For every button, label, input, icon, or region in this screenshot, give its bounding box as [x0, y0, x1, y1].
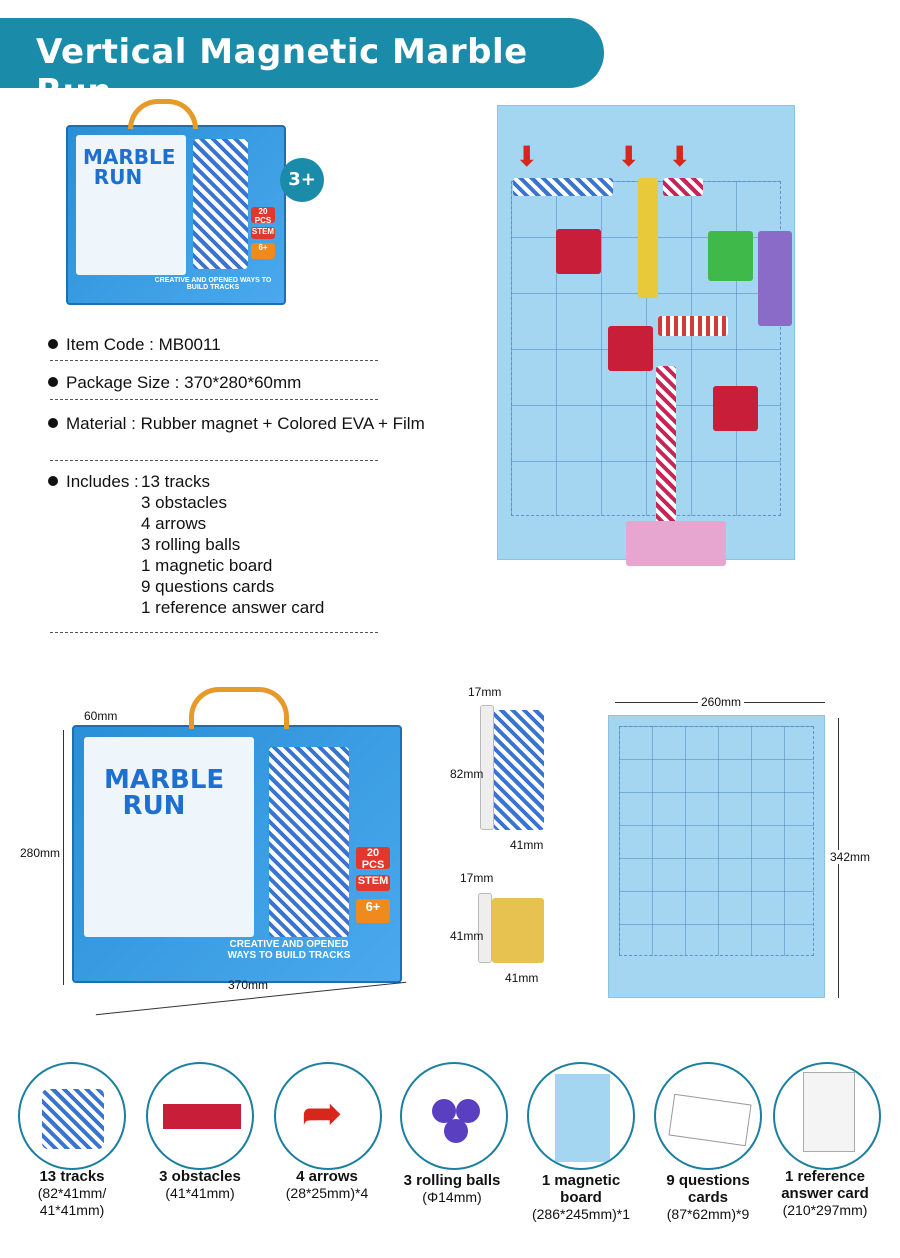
component-size: (Φ14mm) [422, 1189, 482, 1205]
component-name: 3 obstacles [159, 1168, 241, 1185]
component-label-cards: 9 questions cards(87*62mm)*9 [643, 1172, 773, 1223]
long-track-depth-label: 41mm [510, 838, 544, 852]
spec-item-code: Item Code : MB0011 [48, 335, 221, 355]
component-label-tracks: 13 tracks(82*41mm/ 41*41mm) [7, 1168, 137, 1219]
title-banner: Vertical Magnetic Marble Run [0, 18, 604, 112]
long-track-width-label: 17mm [468, 685, 502, 699]
short-track-width-label: 17mm [460, 871, 494, 885]
magnetic-board-image [608, 715, 825, 998]
item-code-text: Item Code : MB0011 [66, 335, 221, 354]
component-label-obstacles: 3 obstacles(41*41mm) [135, 1168, 265, 1202]
product-box-dimension-image: MARBLE RUN 20 PCS STEM 6+ CREATIVE AND O… [72, 687, 402, 983]
material-text: Material : Rubber magnet + Colored EVA +… [66, 414, 425, 433]
box-logo: MARBLE RUN [104, 765, 225, 821]
box-tagline: CREATIVE AND OPENED WAYS TO BUILD TRACKS [154, 277, 272, 291]
long-track-height-label: 82mm [450, 767, 484, 781]
divider [50, 632, 378, 633]
box-pieces-badge: 20 PCS [251, 207, 275, 225]
short-track-image [470, 893, 545, 968]
box-ages-badge: 6+ [251, 243, 275, 259]
board-height-label: 342mm [830, 850, 871, 864]
component-size: (82*41mm/ 41*41mm) [37, 1185, 107, 1218]
product-box-image: MARBLE RUN 20 PCS STEM 6+ CREATIVE AND O… [66, 99, 286, 305]
includes-item: 1 reference answer card [141, 598, 325, 617]
component-obstacles-image [146, 1062, 254, 1170]
arrow-icon: ⬇ [617, 141, 641, 172]
component-name: 3 rolling balls [403, 1172, 501, 1189]
component-label-board: 1 magnetic board(286*245mm)*1 [516, 1172, 646, 1223]
component-name: 9 questions cards [666, 1172, 750, 1206]
divider [50, 460, 378, 461]
component-name: 4 arrows [296, 1168, 358, 1185]
component-cards-image [654, 1062, 762, 1170]
component-size: (87*62mm)*9 [666, 1206, 750, 1222]
package-size-text: Package Size : 370*280*60mm [66, 373, 302, 392]
spec-package-size: Package Size : 370*280*60mm [48, 373, 301, 393]
arrow-icon: ⬇ [515, 141, 539, 172]
includes-label: Includes : [66, 472, 139, 491]
box-ages-badge: 6+ [356, 899, 390, 923]
assembled-board-image [497, 105, 795, 566]
component-balls-image [400, 1062, 508, 1170]
component-label-answer-card: 1 reference answer card(210*297mm) [760, 1168, 890, 1219]
box-height-label: 280mm [20, 846, 61, 860]
component-size: (210*297mm) [782, 1202, 868, 1218]
component-label-arrows: 4 arrows(28*25mm)*4 [262, 1168, 392, 1202]
divider [50, 360, 378, 361]
component-name: 13 tracks [39, 1168, 105, 1185]
component-name: 1 reference answer card [781, 1168, 869, 1202]
arrow-icon: ⬇ [668, 141, 692, 172]
age-badge-text: 3+ [288, 169, 316, 190]
box-stem-badge: STEM [251, 227, 275, 239]
component-size: (286*245mm)*1 [531, 1206, 631, 1222]
spec-material: Material : Rubber magnet + Colored EVA +… [48, 414, 425, 434]
page-title: Vertical Magnetic Marble Run [36, 32, 528, 112]
short-track-depth-label: 41mm [505, 971, 539, 985]
spec-includes: Includes : [48, 472, 139, 492]
box-pieces-badge: 20 PCS [356, 847, 390, 871]
long-track-image [470, 705, 545, 835]
component-answer-card-image [773, 1062, 881, 1170]
includes-item: 3 rolling balls [141, 535, 241, 554]
includes-item: 9 questions cards [141, 577, 275, 596]
divider [50, 399, 378, 400]
component-board-image [527, 1062, 635, 1170]
board-width-label: 260mm [698, 695, 745, 709]
component-arrows-image: ➦ [274, 1062, 382, 1170]
component-name: 1 magnetic board [541, 1172, 621, 1206]
includes-item: 1 magnetic board [141, 556, 273, 575]
short-track-height-label: 41mm [450, 929, 484, 943]
includes-item: 13 tracks [141, 472, 210, 491]
box-logo: MARBLE RUN [83, 145, 176, 189]
includes-item: 4 arrows [141, 514, 207, 533]
component-size: (28*25mm)*4 [285, 1185, 369, 1201]
includes-item: 3 obstacles [141, 493, 227, 512]
component-size: (41*41mm) [165, 1185, 235, 1201]
box-tagline: CREATIVE AND OPENED WAYS TO BUILD TRACKS [227, 939, 351, 961]
dimension-line [63, 730, 64, 985]
box-stem-badge: STEM [356, 875, 390, 891]
box-depth-label: 60mm [84, 709, 118, 723]
box-width-label: 370mm [228, 978, 269, 992]
age-badge: 3+ [280, 158, 324, 202]
component-label-balls: 3 rolling balls(Φ14mm) [387, 1172, 517, 1206]
component-tracks-image [18, 1062, 126, 1170]
